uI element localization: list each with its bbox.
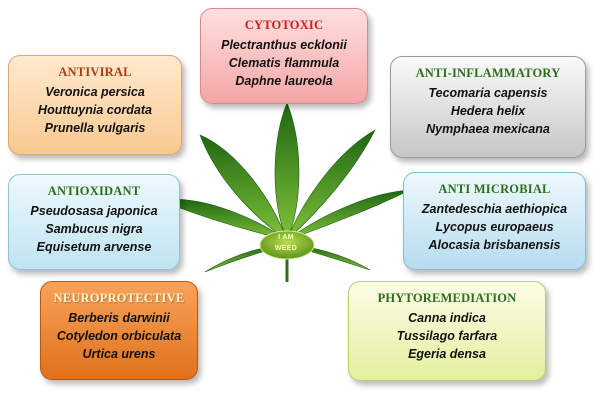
phytoremediation-box: PHYTOREMEDIATION Canna indica Tussilago … bbox=[348, 281, 546, 381]
center-oval bbox=[259, 230, 315, 260]
antimicrobial-title: ANTI MICROBIAL bbox=[438, 182, 551, 196]
phytoremediation-title: PHYTOREMEDIATION bbox=[377, 291, 517, 305]
antioxidant-title: ANTIOXIDANT bbox=[47, 184, 141, 198]
anti-inflammatory-title: ANTI-INFLAMMATORY bbox=[415, 66, 561, 80]
species-item: Nymphaea mexicana bbox=[426, 122, 550, 136]
antiviral-box: ANTIVIRAL Veronica persica Houttuynia co… bbox=[8, 55, 182, 155]
species-item: Zantedeschia aethiopica bbox=[421, 202, 568, 216]
cytotoxic-title: CYTOTOXIC bbox=[244, 18, 324, 32]
species-item: Veronica persica bbox=[45, 85, 145, 99]
species-item: Alocasia brisbanensis bbox=[428, 238, 561, 252]
anti-inflammatory-box: ANTI-INFLAMMATORY Tecomaria capensis Hed… bbox=[390, 56, 586, 158]
species-item: Tecomaria capensis bbox=[428, 86, 548, 100]
leaf-upper-left bbox=[199, 134, 288, 241]
species-item: Urtica urens bbox=[82, 347, 156, 361]
species-item: Lycopus europaeus bbox=[435, 220, 554, 234]
species-item: Canna indica bbox=[408, 311, 486, 325]
neuroprotective-box: NEUROPROTECTIVE Berberis darwinii Cotyle… bbox=[40, 281, 198, 380]
species-item: Pseudosasa japonica bbox=[30, 204, 158, 218]
species-item: Hedera helix bbox=[450, 104, 526, 118]
species-item: Egeria densa bbox=[408, 347, 486, 361]
center-line-2: WEED bbox=[274, 245, 298, 252]
species-item: Cotyledon orbiculata bbox=[56, 329, 182, 343]
species-item: Tussilago farfara bbox=[396, 329, 498, 343]
species-item: Houttuynia cordata bbox=[38, 103, 152, 117]
species-item: Prunella vulgaris bbox=[44, 121, 146, 135]
species-item: Berberis darwinii bbox=[68, 311, 170, 325]
leaf-top bbox=[274, 102, 300, 241]
species-item: Daphne laureola bbox=[235, 74, 333, 88]
antimicrobial-box: ANTI MICROBIAL Zantedeschia aethiopica L… bbox=[403, 172, 586, 270]
center-label: I AM WEED bbox=[262, 232, 310, 254]
species-item: Clematis flammula bbox=[228, 56, 340, 70]
center-line-1: I AM bbox=[278, 234, 294, 241]
leaf-upper-right bbox=[286, 129, 376, 241]
species-item: Equisetum arvense bbox=[36, 240, 152, 254]
species-item: Sambucus nigra bbox=[45, 222, 143, 236]
neuroprotective-title: NEUROPROTECTIVE bbox=[53, 291, 185, 305]
antiviral-title: ANTIVIRAL bbox=[58, 65, 132, 79]
species-item: Plectranthus ecklonii bbox=[221, 38, 347, 52]
antioxidant-box: ANTIOXIDANT Pseudosasa japonica Sambucus… bbox=[8, 174, 180, 270]
cytotoxic-box: CYTOTOXIC Plectranthus ecklonii Clematis… bbox=[200, 8, 368, 104]
